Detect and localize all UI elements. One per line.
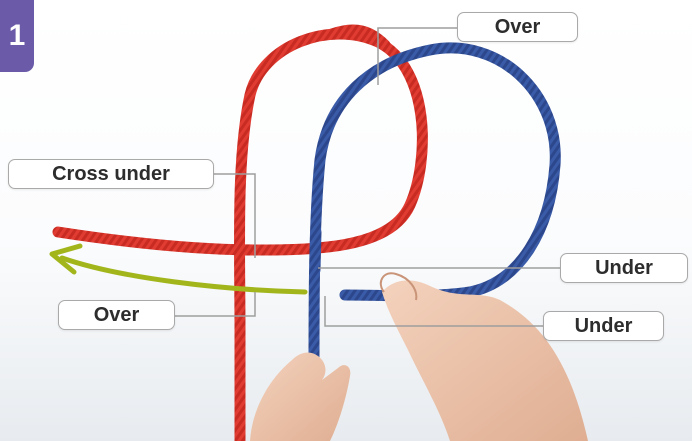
step-badge: 1 [0,0,34,72]
label-under-bottom: Under [543,311,664,341]
label-under-right-text: Under [595,257,653,280]
label-over-top: Over [457,12,578,42]
label-over-left-text: Over [94,304,140,327]
label-under-bottom-text: Under [575,315,633,338]
label-over-left: Over [58,300,175,330]
label-over-top-text: Over [495,16,541,39]
label-under-right: Under [560,253,688,283]
label-cross-under-text: Cross under [52,163,170,186]
step-number: 1 [9,19,26,53]
label-cross-under: Cross under [8,159,214,189]
blue-rope-over-segment [315,232,316,270]
